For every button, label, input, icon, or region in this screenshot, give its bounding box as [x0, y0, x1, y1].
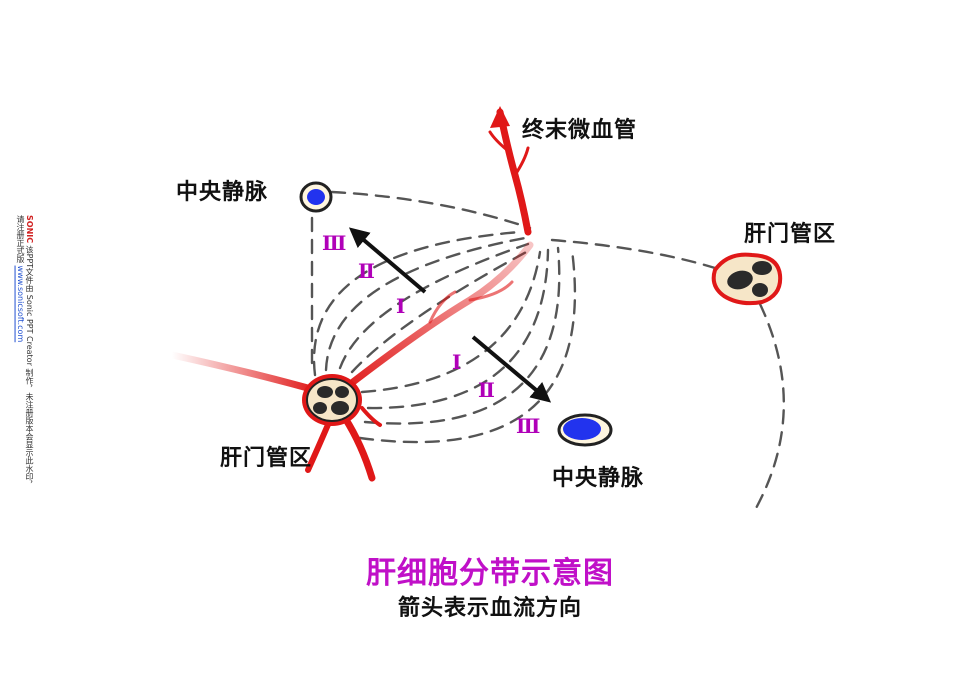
- watermark-link[interactable]: www.sonicsoft.com: [16, 265, 25, 343]
- portal-area-left: [302, 374, 362, 426]
- zone-lower-2: Ⅱ: [478, 378, 495, 402]
- terminal-vessel-tip: [490, 106, 510, 128]
- portal-area-right: [711, 252, 783, 306]
- flow-arrow-upper: [348, 227, 427, 294]
- watermark-brand: SONIC: [25, 215, 34, 244]
- side-watermark: SONIC 该PPT文件由 Sonic PPT Creator 制作，未注册版本…: [12, 215, 34, 495]
- zone-upper-1: Ⅰ: [396, 294, 406, 318]
- zone-upper-3: Ⅲ: [322, 231, 347, 255]
- zone-upper-2: Ⅱ: [358, 259, 375, 283]
- diagram-subtitle: 箭头表示血流方向: [397, 596, 582, 621]
- central-vein-bottom: [557, 413, 613, 447]
- terminal-vessels: [168, 108, 534, 482]
- terminal-vessel-label: 终末微血管: [522, 118, 638, 143]
- central-vein-bottom-label: 中央静脉: [552, 466, 645, 491]
- zone-boundary-lines: [310, 190, 785, 512]
- watermark-text: 该PPT文件由 Sonic PPT Creator 制作，未注册版本会显示此水印…: [16, 215, 34, 489]
- portal-area-right-label: 肝门管区: [744, 222, 837, 247]
- central-vein-top: [299, 181, 333, 213]
- diagram-title: 肝细胞分带示意图: [366, 556, 614, 591]
- central-vein-top-label: 中央静脉: [176, 180, 269, 205]
- flow-arrow-lower: [471, 335, 552, 403]
- zone-lower-1: Ⅰ: [452, 350, 462, 374]
- zone-lower-3: Ⅲ: [516, 414, 541, 438]
- portal-area-left-label: 肝门管区: [220, 446, 313, 471]
